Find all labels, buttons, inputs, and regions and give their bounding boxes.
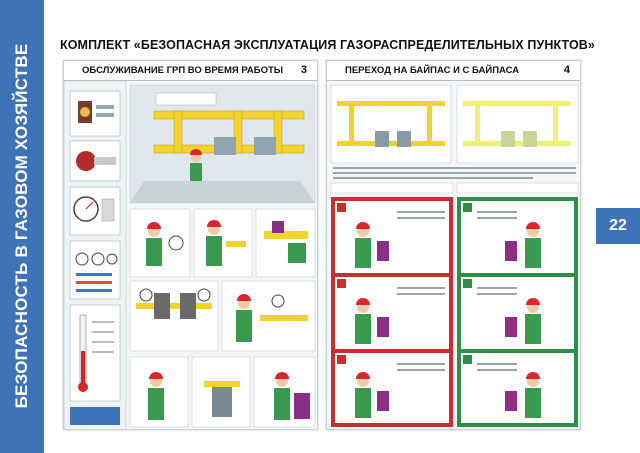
poster-bypass[interactable]: ПЕРЕХОД НА БАЙПАС И С БАЙПАСА 4: [326, 60, 581, 430]
bypass-illustration: [330, 84, 579, 427]
poster-header: ПЕРЕХОД НА БАЙПАС И С БАЙПАСА 4: [327, 61, 580, 81]
poster-number: 3: [300, 64, 307, 76]
poster-illustration: [64, 81, 317, 429]
poster-header: ОБСЛУЖИВАНИЕ ГРП ВО ВРЕМЯ РАБОТЫ 3: [64, 61, 317, 81]
page-number-badge: 22: [596, 208, 640, 244]
side-banner: БЕЗОПАСНОСТЬ В ГАЗОВОМ ХОЗЯЙСТВЕ: [0, 0, 44, 453]
poster-illustration: [327, 81, 580, 429]
poster-maintenance[interactable]: ОБСЛУЖИВАНИЕ ГРП ВО ВРЕМЯ РАБОТЫ 3: [63, 60, 318, 430]
side-banner-text: БЕЗОПАСНОСТЬ В ГАЗОВОМ ХОЗЯЙСТВЕ: [12, 43, 31, 409]
maintenance-illustration: [64, 81, 316, 429]
set-title: КОМПЛЕКТ «БЕЗОПАСНАЯ ЭКСПЛУАТАЦИЯ ГАЗОРА…: [60, 38, 595, 52]
poster-title: ОБСЛУЖИВАНИЕ ГРП ВО ВРЕМЯ РАБОТЫ: [82, 65, 284, 76]
poster-number: 4: [563, 64, 570, 76]
poster-title: ПЕРЕХОД НА БАЙПАС И С БАЙПАСА: [345, 65, 520, 76]
